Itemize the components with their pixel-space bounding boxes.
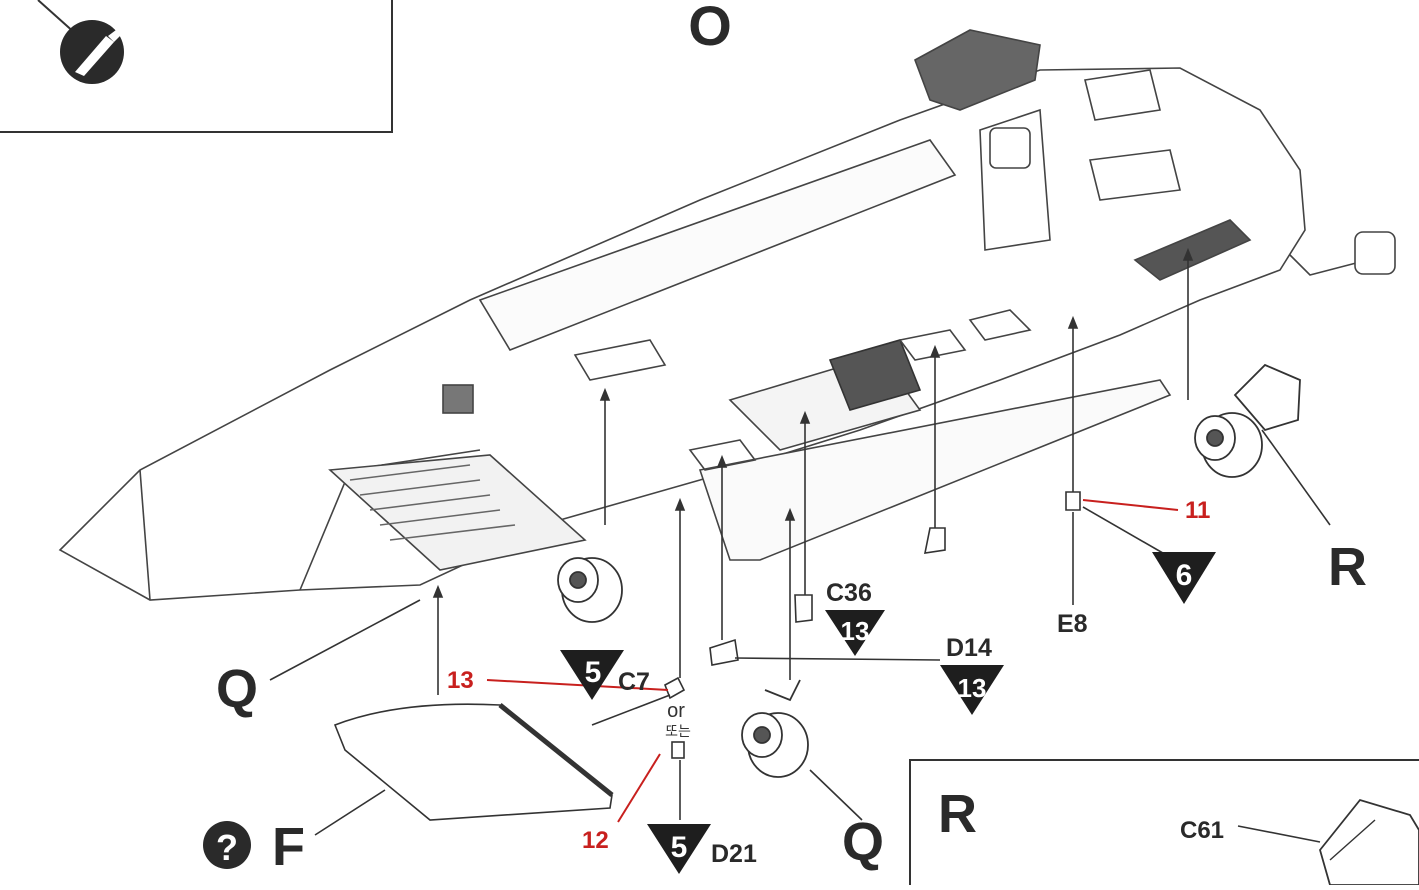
part-label-e8: E8 xyxy=(1057,610,1088,638)
q-wheel-loose xyxy=(741,679,809,778)
qty-badge-d14: 13 xyxy=(940,665,1004,715)
qty-badge-d21: 5 xyxy=(647,824,711,874)
leader-lines xyxy=(269,429,1331,843)
or-text-ko: 또는 xyxy=(665,723,691,739)
sub-letter-f: F xyxy=(272,817,305,877)
r-subassembly-box: R xyxy=(909,759,1419,886)
svg-text:5: 5 xyxy=(671,831,688,864)
knife-icon xyxy=(60,20,124,84)
sub-letter-q-bottom: Q xyxy=(842,812,884,872)
svg-text:?: ? xyxy=(216,827,238,868)
part-label-c61: C61 xyxy=(1180,817,1224,844)
sub-letter-q-left: Q xyxy=(216,659,258,719)
r-box-title: R xyxy=(938,784,977,844)
part-label-d14: D14 xyxy=(946,634,992,662)
svg-text:13: 13 xyxy=(841,616,870,646)
part-label-c7: C7 xyxy=(618,668,650,696)
callout-13: 13 xyxy=(447,667,474,694)
svg-text:6: 6 xyxy=(1176,559,1193,592)
nose-sensor xyxy=(1289,231,1396,276)
sub-letter-r-right: R xyxy=(1328,537,1367,597)
svg-text:13: 13 xyxy=(958,673,987,703)
callout-11: 11 xyxy=(1185,497,1210,524)
svg-text:5: 5 xyxy=(585,656,602,689)
qty-badge-c7: 5 xyxy=(560,650,624,700)
part-label-d21: D21 xyxy=(711,840,757,868)
f-panel xyxy=(333,703,614,821)
part-label-c36: C36 xyxy=(826,579,872,607)
front-right-wheel xyxy=(1194,363,1301,478)
rear-left-wheel xyxy=(557,557,623,623)
helicopter-fuselage xyxy=(58,29,1306,601)
qty-badge-e8: 6 xyxy=(1152,552,1216,604)
optional-marker-icon: ? xyxy=(203,821,251,869)
small-parts xyxy=(591,491,1081,759)
qty-badge-c36: 13 xyxy=(825,610,885,656)
step-header: O xyxy=(688,0,732,57)
red-leaders xyxy=(486,499,1179,823)
or-text: or xyxy=(667,700,685,722)
previous-step-box xyxy=(0,0,393,133)
assembly-arrows xyxy=(432,247,1194,820)
callout-12: 12 xyxy=(582,827,609,854)
